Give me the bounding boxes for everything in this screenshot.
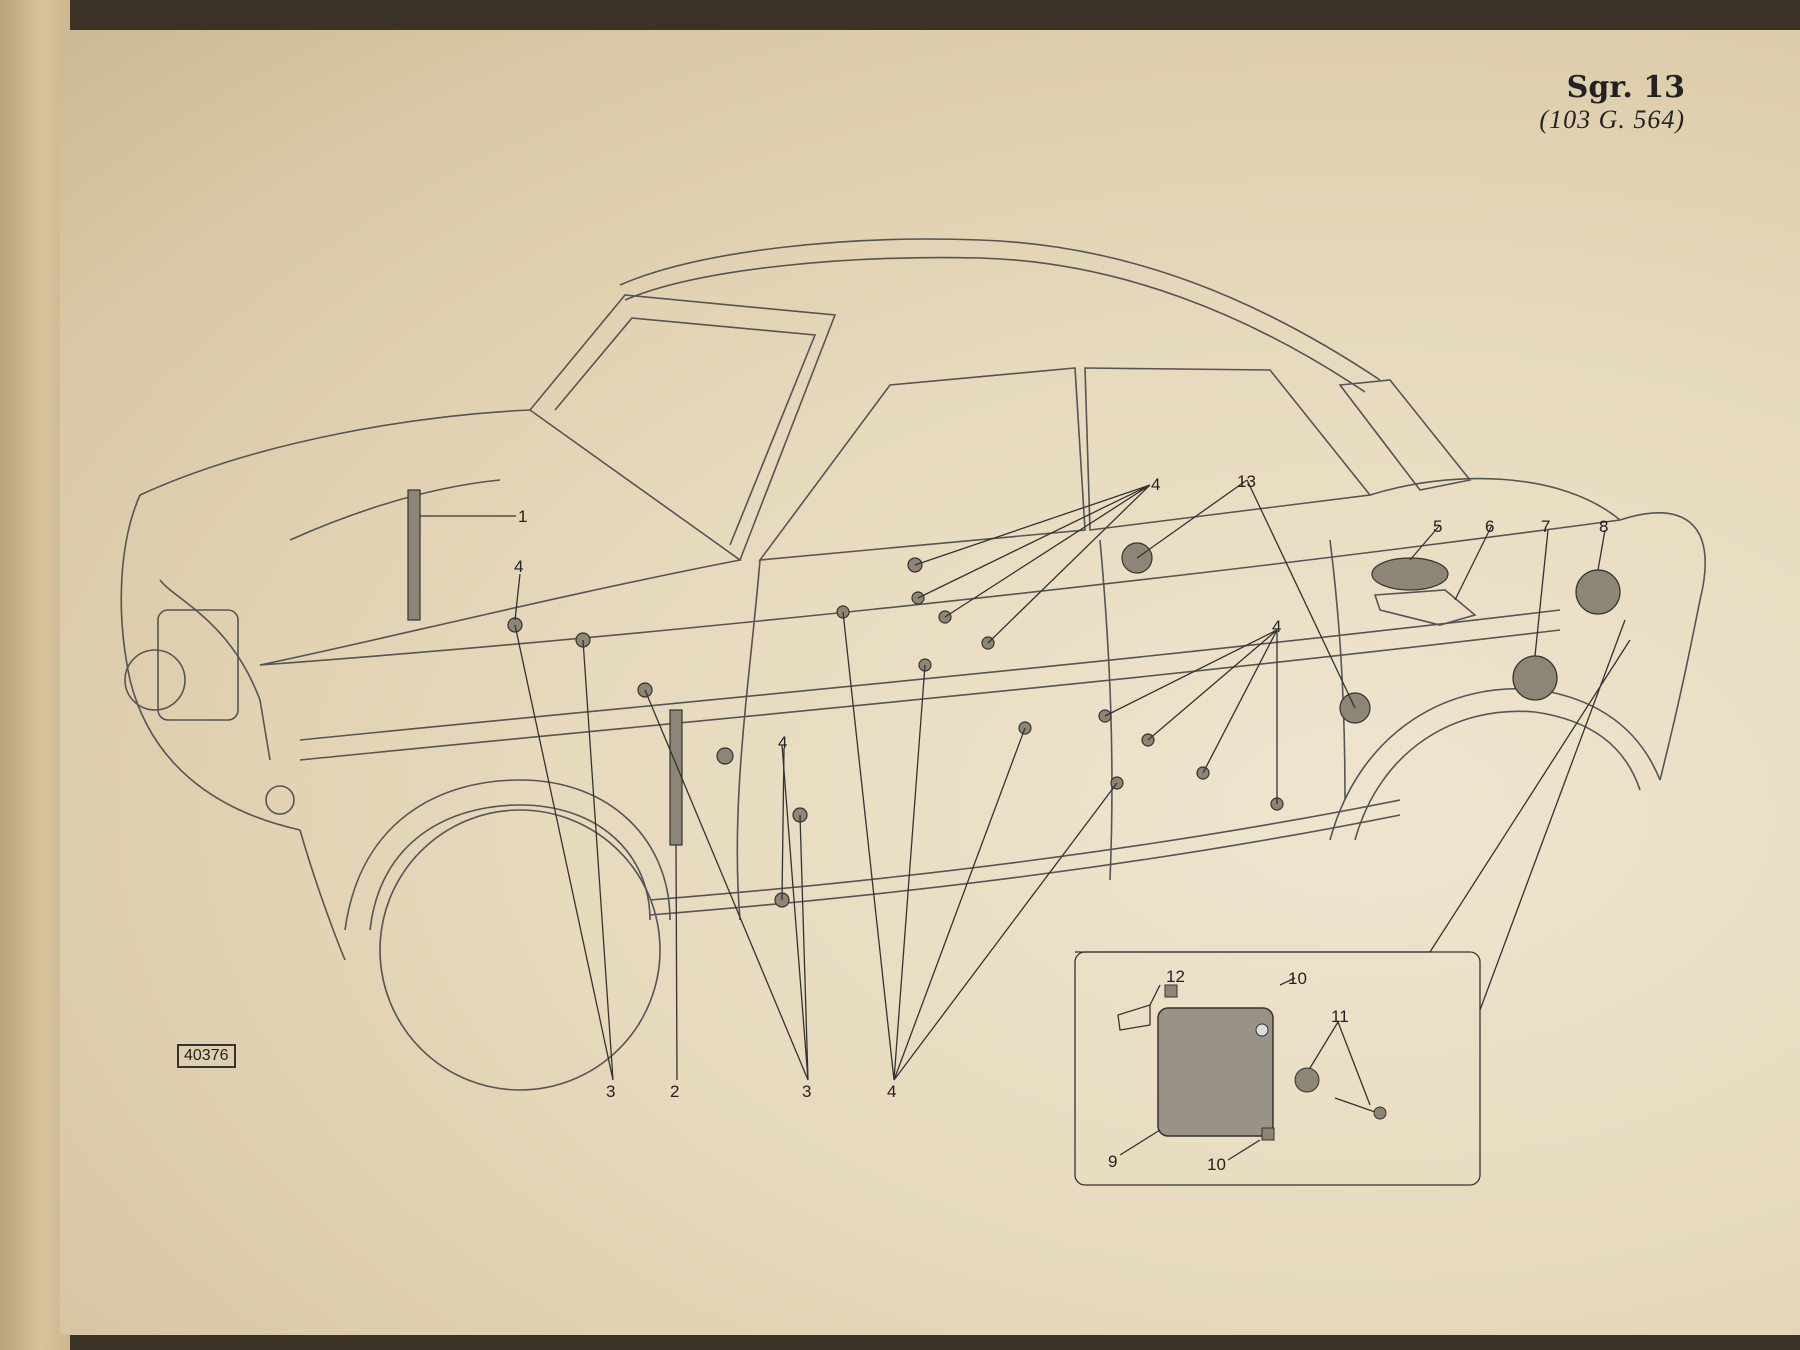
part-9-fuel-flap	[1157, 1007, 1274, 1137]
part-11-lock	[1294, 1067, 1320, 1093]
callout-12: 12	[1166, 967, 1185, 986]
callout-7: 7	[1541, 517, 1550, 536]
part-8-ring	[1575, 569, 1621, 615]
inset-frame	[1074, 951, 1481, 1186]
leader-lines	[420, 479, 1606, 1161]
part-5-lamp	[1371, 557, 1449, 591]
callout-4-front-door: 4	[778, 733, 787, 752]
part-10-bumper	[1164, 984, 1178, 998]
headlight	[124, 649, 186, 711]
callout-labels: 1 2 3 3 4 4 4 4 4 5 6 7 8 9 10 10 11 12 …	[514, 472, 1608, 1174]
callout-10-bottom: 10	[1207, 1155, 1226, 1174]
callout-3a: 3	[606, 1082, 615, 1101]
part-6-gasket	[1373, 589, 1477, 626]
grille	[157, 609, 239, 721]
callout-13: 13	[1237, 472, 1256, 491]
page-header: Sgr. 13 (103 G. 564)	[1539, 70, 1685, 135]
part-1-strip	[407, 489, 421, 621]
callout-4-hood: 4	[514, 557, 523, 576]
reference-label: (103 G. 564)	[1539, 105, 1685, 134]
front-wheel	[379, 809, 661, 1091]
callout-4-top: 4	[1151, 475, 1160, 494]
part-11-key	[1334, 1097, 1376, 1113]
callout-1: 1	[518, 507, 527, 526]
catalog-page	[60, 30, 1800, 1335]
callout-4-rear-door: 4	[1272, 617, 1281, 636]
part-12-bracket	[1117, 1004, 1151, 1031]
callout-4-bottom: 4	[887, 1082, 896, 1101]
callout-6: 6	[1485, 517, 1494, 536]
callout-3b: 3	[802, 1082, 811, 1101]
group-label: Sgr. 13	[1566, 70, 1685, 105]
parts	[407, 489, 1621, 908]
part-2-strip	[669, 709, 683, 846]
callout-5: 5	[1433, 517, 1442, 536]
drawing-number: 40376	[177, 1044, 236, 1068]
part-7-ring	[1512, 655, 1558, 701]
callout-11: 11	[1331, 1007, 1349, 1026]
book-spine-edge	[0, 0, 70, 1350]
car-outline	[120, 238, 1706, 1091]
inset-detail	[1074, 619, 1631, 1186]
callout-10-top: 10	[1288, 969, 1307, 988]
callout-2: 2	[670, 1082, 679, 1101]
callout-9: 9	[1108, 1152, 1117, 1171]
part-10-bumper	[1261, 1127, 1275, 1141]
clip	[716, 747, 734, 765]
callout-8: 8	[1599, 517, 1608, 536]
